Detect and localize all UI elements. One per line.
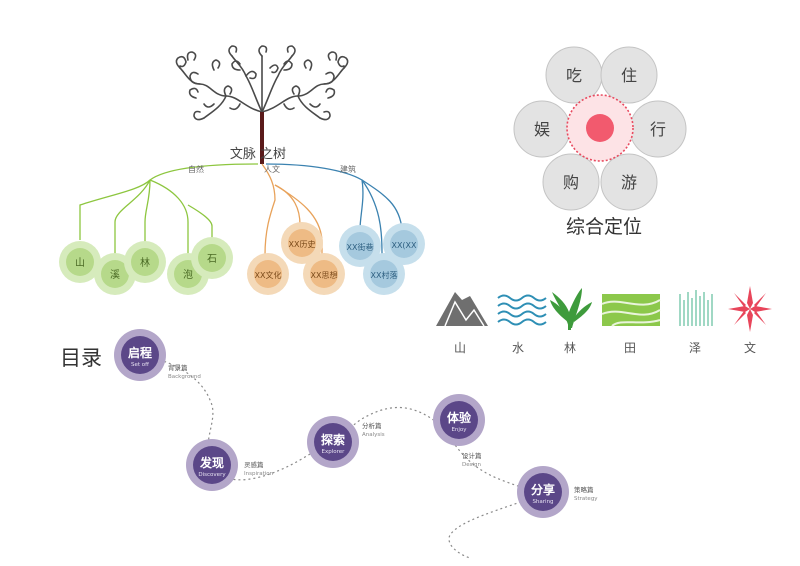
tree-node-label: XX思想 — [311, 270, 338, 280]
branch-label-nature: 自然 — [188, 164, 204, 174]
toc-title: 目录 — [60, 346, 102, 370]
branch-line-culture — [261, 163, 276, 256]
tree-node-label: XX历史 — [289, 239, 316, 249]
tree-node: XX思想 — [303, 253, 345, 295]
petal-label: 住 — [621, 66, 637, 85]
flower-petal: 行 — [629, 100, 687, 158]
tree-node: XX文化 — [247, 253, 289, 295]
flower-caption: 综合定位 — [566, 216, 642, 238]
toc-step[interactable]: 分享 Sharing — [517, 466, 569, 518]
field-icon — [601, 294, 661, 327]
toc-step-note-en: Strategy — [574, 496, 598, 502]
petal-label: 购 — [563, 173, 579, 192]
toc-step-title: 启程 — [128, 345, 152, 360]
toc-step-note-en: Analysis — [362, 432, 385, 438]
tree-node-label: 石 — [207, 254, 217, 265]
icon-label: 泽 — [689, 341, 701, 355]
icon-label: 水 — [512, 341, 524, 355]
toc-step-note: 分析篇 — [362, 421, 382, 430]
flower-petal: 娱 — [513, 100, 571, 158]
flower-petal: 住 — [600, 46, 658, 104]
tree-trunk — [260, 112, 264, 164]
tree-title: 文脉 之树 — [230, 147, 286, 162]
tree-crown-icon — [175, 45, 349, 146]
toc-step-subtitle: Sharing — [532, 499, 553, 505]
tree-node-label: XX文化 — [255, 270, 282, 280]
tree-node-label: XX街巷 — [347, 242, 374, 252]
toc-step-subtitle: Explorer — [322, 449, 346, 455]
branch-label-architecture: 建筑 — [340, 164, 356, 174]
petal-label: 游 — [621, 173, 637, 192]
toc-step-title: 分享 — [531, 482, 555, 497]
toc-step[interactable]: 体验 Enjoy — [433, 394, 485, 446]
tree-node: XX(XX — [383, 223, 425, 265]
toc-step[interactable]: 发现 Discovery — [186, 439, 238, 491]
tree-node-label: 泡 — [183, 268, 193, 281]
positioning-flower: 吃 住 行 游 购 娱 综合定位 — [513, 46, 687, 238]
toc-step[interactable]: 启程 Set off — [114, 329, 166, 381]
icon-label: 山 — [454, 341, 466, 355]
toc-step-note: 灵感篇 — [244, 460, 264, 469]
icon-label: 文 — [744, 340, 756, 355]
forest-icon — [550, 288, 592, 330]
tree-node-label: 山 — [75, 257, 85, 269]
toc-step-note: 设计篇 — [462, 451, 482, 460]
toc-path — [139, 354, 542, 559]
petal-label: 娱 — [534, 120, 550, 139]
toc-step-title: 发现 — [199, 455, 224, 470]
toc-step-note-en: Background — [168, 374, 201, 380]
petal-label: 行 — [650, 120, 666, 139]
culture-icon — [728, 286, 772, 332]
mountain-icon — [436, 292, 488, 327]
branch-line-architecture — [265, 163, 364, 240]
tree-node: XX村落 — [363, 253, 405, 295]
marsh-icon — [679, 290, 713, 326]
branch-label-culture: 人文 — [264, 164, 280, 174]
element-icons: 山 水 林 田 泽 文 — [436, 286, 772, 355]
tree-node-label: 溪 — [110, 269, 120, 281]
toc-step-title: 体验 — [447, 410, 472, 425]
tree-node: 山 — [59, 241, 101, 283]
icon-label: 田 — [624, 341, 636, 355]
flower-petal: 购 — [542, 153, 600, 211]
tree-node: XX街巷 — [339, 225, 381, 267]
toc-step-subtitle: Discovery — [198, 472, 226, 478]
toc-step-subtitle: Set off — [131, 362, 149, 368]
petal-label: 吃 — [566, 66, 582, 85]
tree-node-label: 林 — [140, 256, 150, 269]
flower-petal: 吃 — [545, 46, 603, 104]
flower-petal: 游 — [600, 153, 658, 211]
toc-step[interactable]: 探索 Explorer — [307, 416, 359, 468]
tree-node: 石 — [191, 237, 233, 279]
water-icon — [497, 294, 547, 326]
tree-node: XX历史 — [281, 222, 323, 264]
toc-step-note-en: Design — [462, 462, 482, 468]
tree-node-label: XX村落 — [371, 270, 398, 280]
tree-node: 林 — [124, 241, 166, 283]
branch-line-nature — [79, 163, 259, 240]
toc-step-note: 策略篇 — [574, 485, 594, 494]
tree-node-label: XX(XX — [391, 241, 417, 250]
icon-label: 林 — [564, 341, 576, 355]
toc-step-subtitle: Enjoy — [451, 427, 467, 433]
toc-step-title: 探索 — [321, 432, 345, 447]
culture-tree: 文脉 之树 自然 人文 建筑 山 溪 — [59, 45, 425, 295]
toc-step-note: 背景篇 — [168, 363, 188, 372]
flower-center-dot — [586, 114, 614, 142]
toc-step-note-en: Inspiration — [244, 471, 274, 477]
table-of-contents: 目录 启程 Set off 背景篇 Background 发现 Discover… — [60, 329, 598, 559]
